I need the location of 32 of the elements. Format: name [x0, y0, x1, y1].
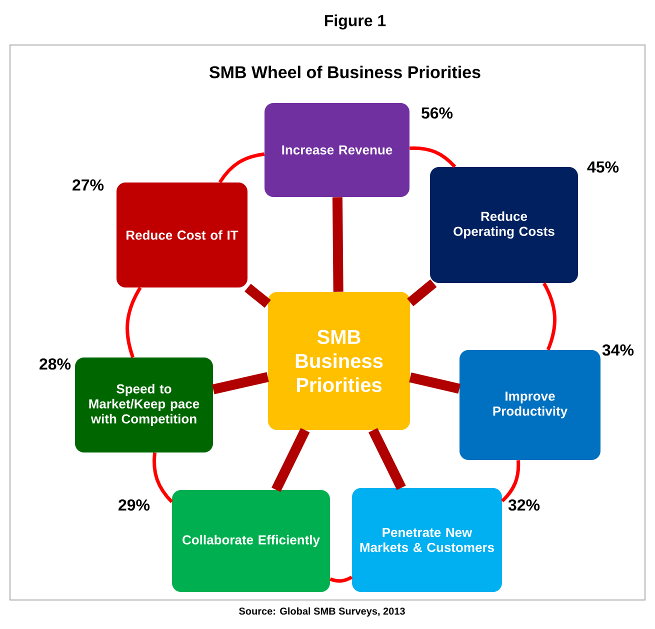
spoke	[407, 279, 437, 306]
figure-heading: Figure 1	[324, 14, 386, 30]
spoke	[332, 197, 344, 292]
source-note: Source: Global SMB Surveys, 2013	[239, 607, 405, 617]
priority-box: Increase Revenue	[264, 103, 410, 197]
priority-box: Reduce Cost of IT	[116, 182, 248, 288]
percentage: 28%	[40, 358, 71, 370]
percentage: 32%	[508, 499, 540, 511]
percentage: 34%	[602, 344, 634, 356]
priority-box: Speed to Market/Keep pace with Competition	[75, 358, 213, 452]
percentage: 29%	[118, 499, 150, 511]
priority-box: Penetrate New Markets & Customers	[352, 488, 502, 592]
spoke	[368, 428, 406, 490]
ring-segment	[410, 146, 456, 168]
priority-box: Improve Productivity	[460, 350, 600, 460]
ring-segment	[152, 452, 174, 504]
priority-box: Reduce Operating Costs	[430, 167, 578, 283]
priority-box: Collaborate Efficiently	[172, 490, 330, 592]
center-box: SMB Business Priorities	[268, 292, 410, 430]
ring-segment	[218, 152, 265, 184]
percentage: 56%	[421, 107, 453, 119]
spoke	[272, 428, 310, 492]
spoke	[212, 372, 269, 394]
title: SMB Wheel of Business Priorities	[209, 66, 480, 78]
ring-segment	[542, 282, 556, 350]
spoke	[409, 372, 460, 394]
spoke	[244, 284, 271, 308]
ring-segment	[126, 286, 142, 358]
percentage: 45%	[587, 161, 619, 173]
percentage: 27%	[72, 179, 104, 191]
ring-segment	[330, 576, 353, 583]
ring-segment	[500, 460, 520, 502]
